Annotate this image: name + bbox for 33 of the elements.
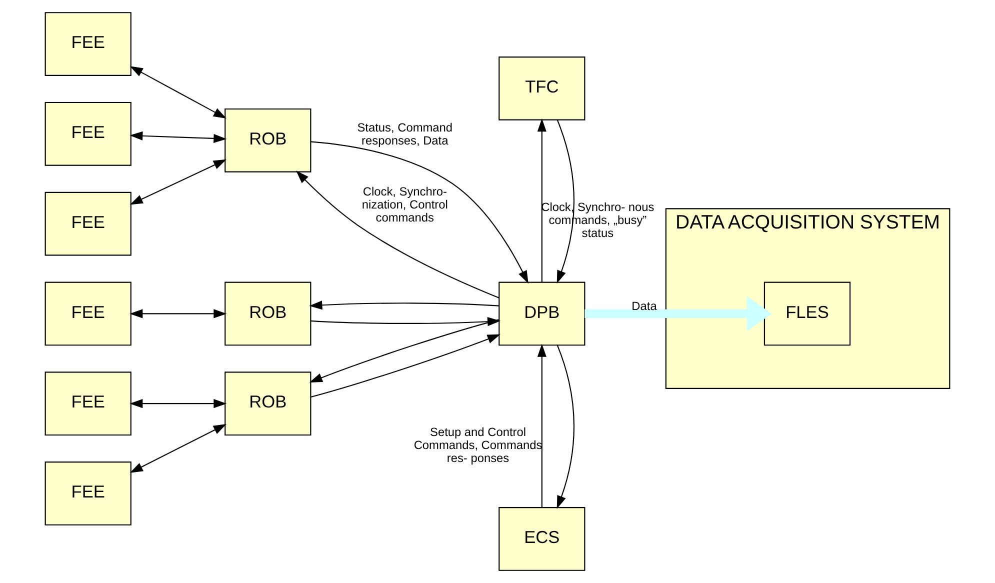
node-box: FEE: [44, 372, 132, 436]
edge-label: Status, Command responses, Data: [357, 120, 453, 148]
node-box: FEE: [44, 102, 132, 166]
arrow: [310, 141, 528, 284]
node-box: FEE: [44, 192, 132, 256]
arrow: [309, 319, 500, 382]
arrow: [130, 424, 226, 473]
arrow: [130, 66, 226, 119]
arrow: [309, 300, 499, 310]
node-box: FEE: [44, 462, 132, 526]
arrow: [130, 399, 227, 408]
arrow: [130, 131, 227, 144]
arrow: [296, 170, 500, 298]
node-box: FLES: [764, 282, 851, 346]
node-box: ROB: [224, 372, 312, 436]
node-box: ECS: [498, 507, 586, 571]
edge-label: Data: [632, 299, 657, 314]
node-box: FEE: [44, 12, 132, 76]
node-box: FEE: [44, 282, 132, 346]
edge-label: Clock, Synchro- nization, Control commands: [362, 184, 448, 224]
edge-label: Setup and Control Commands, Commands res- ponses: [414, 425, 542, 466]
node-box: DPB: [498, 282, 586, 346]
arrow: [310, 334, 500, 398]
arrow: [537, 344, 546, 508]
node-box: ROB: [224, 282, 312, 346]
arrow: [130, 159, 226, 205]
arrow: [556, 345, 574, 509]
arrow: [537, 118, 546, 282]
arrow: [130, 309, 227, 318]
node-box: ROB: [224, 108, 312, 172]
arrow: [556, 120, 574, 284]
arrow: [584, 296, 772, 332]
node-box: TFC: [498, 56, 586, 120]
